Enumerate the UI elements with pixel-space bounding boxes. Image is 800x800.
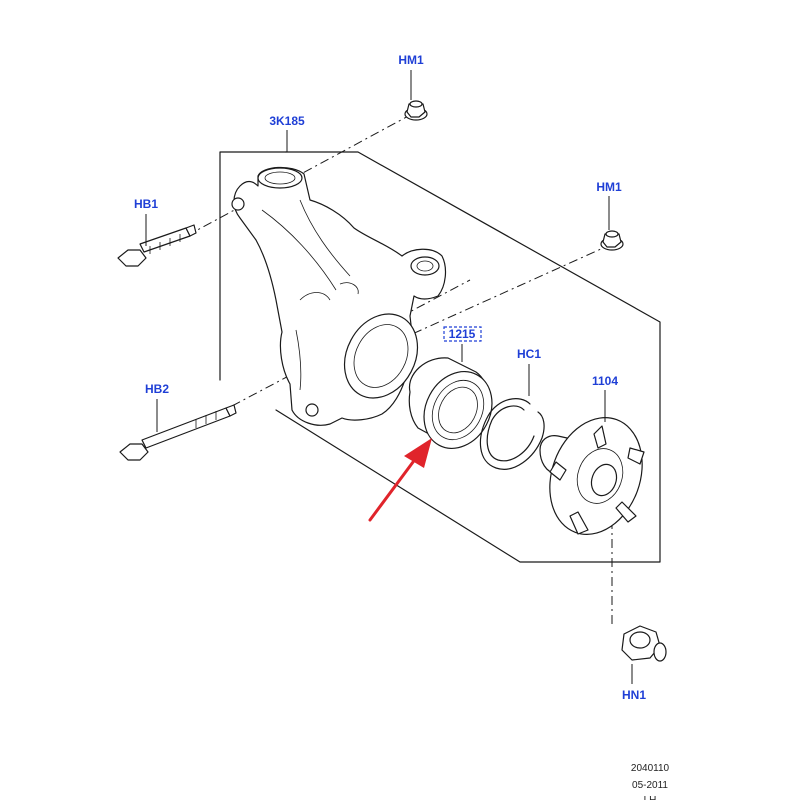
upper-bolt-hb1 <box>117 224 197 267</box>
lower-bolt-hb2 <box>119 404 237 461</box>
steering-knuckle-3k185 <box>231 166 447 426</box>
footer-ref-number: 2040110 <box>631 763 670 774</box>
callout-hb2[interactable]: HB2 <box>145 382 169 396</box>
callout-hc1[interactable]: HC1 <box>517 347 541 361</box>
callout-3k185[interactable]: 3K185 <box>269 114 305 128</box>
leader-lines <box>145 70 633 684</box>
callout-1215[interactable]: 1215 <box>449 327 476 341</box>
callout-hb1[interactable]: HB1 <box>134 197 158 211</box>
flange-nut-hm1-right <box>600 230 624 251</box>
flange-nut-hm1-top <box>404 100 428 121</box>
red-arrow-icon <box>368 438 432 522</box>
footer-side: LH <box>644 795 657 800</box>
footer-date: 05-2011 <box>632 780 668 791</box>
assembly-frame <box>219 151 661 563</box>
wheel-bearing-1215 <box>408 357 493 449</box>
selected-callout-highlight <box>443 326 482 342</box>
wheel-hub-1104 <box>539 417 645 535</box>
hub-nut-hn1 <box>621 625 667 662</box>
circlip-hc1 <box>479 398 545 470</box>
callout-hm1-right[interactable]: HM1 <box>596 180 622 194</box>
callout-1104[interactable]: 1104 <box>592 374 618 388</box>
callout-hn1[interactable]: HN1 <box>622 688 646 702</box>
callout-hm1-top[interactable]: HM1 <box>398 53 424 67</box>
